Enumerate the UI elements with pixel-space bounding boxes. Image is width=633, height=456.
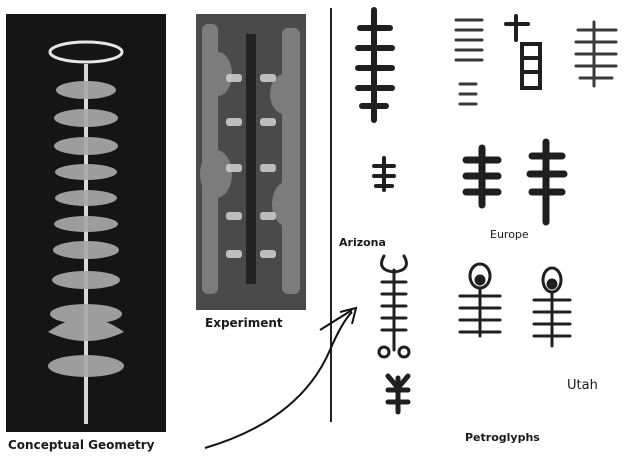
caption-arizona: Arizona [339,236,386,249]
caption-experiment: Experiment [205,316,283,330]
caption-conceptual-geometry: Conceptual Geometry [8,438,154,452]
caption-petroglyphs: Petroglyphs [465,431,540,444]
caption-europe: Europe [490,228,529,241]
caption-utah: Utah [567,378,598,393]
